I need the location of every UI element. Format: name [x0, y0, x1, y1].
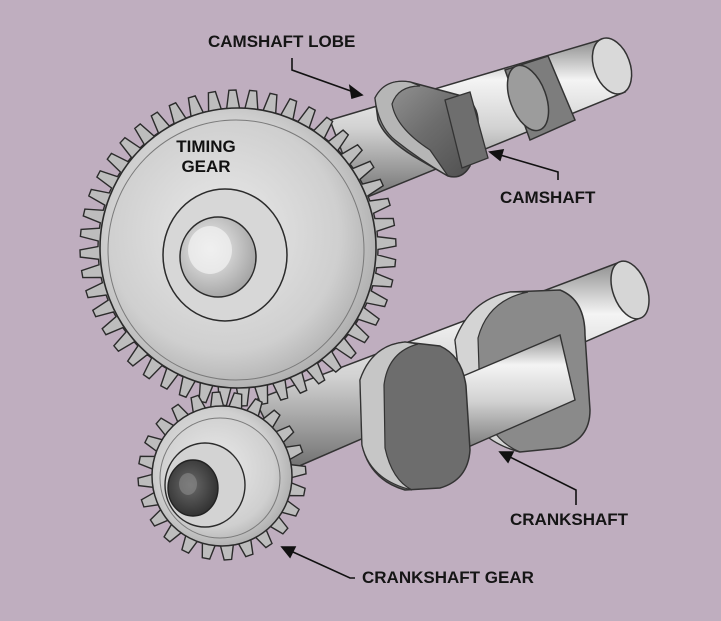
crankshaft-gear-leader	[281, 546, 355, 579]
crankshaft	[253, 260, 650, 491]
leader-lines	[280, 58, 577, 579]
timing-gear-label-line1: TIMING	[176, 137, 236, 156]
camshaft-label: CAMSHAFT	[500, 188, 596, 207]
crankshaft-label: CRANKSHAFT	[510, 510, 629, 529]
timing-gear-label-line2: GEAR	[181, 157, 230, 176]
camshaft-lobe-label: CAMSHAFT LOBE	[208, 32, 356, 51]
crankshaft-gear	[137, 391, 307, 561]
camshaft-lobe-leader	[291, 58, 363, 96]
crankshaft-gear-label: CRANKSHAFT GEAR	[362, 568, 534, 587]
camshaft-leader	[489, 151, 559, 180]
timing-gear: TIMING GEAR	[79, 89, 397, 407]
crankshaft-leader	[499, 451, 577, 505]
camshaft	[329, 37, 633, 201]
